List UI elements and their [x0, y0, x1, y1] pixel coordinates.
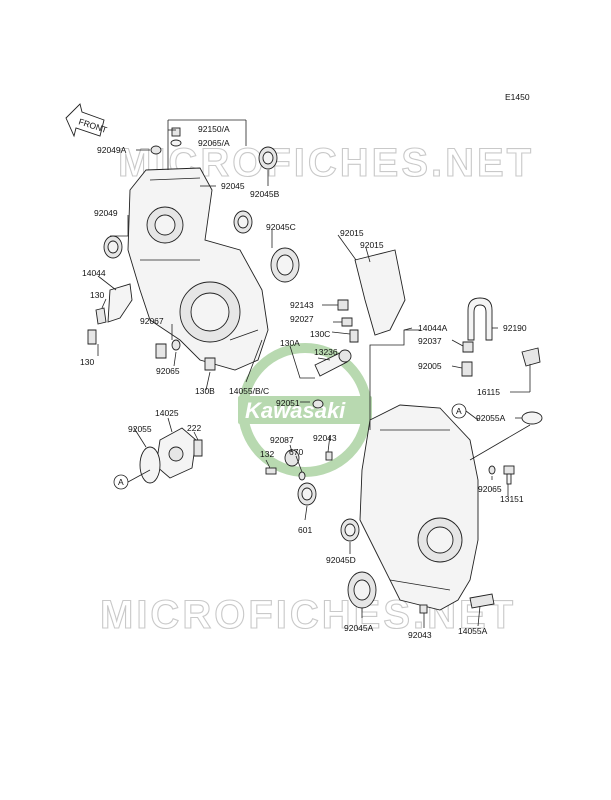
bearing-92045c: [270, 247, 300, 283]
callout-92043-lower: 92043: [408, 630, 432, 640]
seal-92049: [103, 235, 123, 259]
bolt-130c: [349, 329, 359, 343]
callout-132: 132: [260, 449, 274, 459]
ref-marker-a-left: A: [113, 474, 129, 490]
callout-130a: 130A: [280, 338, 300, 348]
callout-92190: 92190: [503, 323, 527, 333]
callout-92087: 92087: [270, 435, 294, 445]
callout-92043-upper: 92043: [313, 433, 337, 443]
callout-14044: 14044: [82, 268, 106, 278]
callout-92049: 92049: [94, 208, 118, 218]
callout-92015-a: 92015: [340, 228, 364, 238]
callout-92005: 92005: [418, 361, 442, 371]
svg-text:A: A: [118, 477, 124, 487]
washer-92051: [312, 399, 324, 409]
callout-14055a: 14055A: [458, 626, 488, 636]
right-transmission-case: [359, 404, 479, 611]
callout-92143: 92143: [290, 300, 314, 310]
callout-92037: 92037: [418, 336, 442, 346]
left-transmission-case: [127, 167, 269, 371]
logo-text: Kawasaki: [245, 398, 346, 423]
callout-130c: 130C: [310, 329, 330, 339]
callout-92067: 92067: [140, 316, 164, 326]
callout-13151: 13151: [500, 494, 524, 504]
dipstick-16115: [521, 347, 541, 392]
callout-92051: 92051: [276, 398, 300, 408]
callout-92065-left: 92065: [156, 366, 180, 376]
bearing-92045a: [347, 571, 377, 609]
callout-92045c: 92045C: [266, 222, 296, 232]
bracket-14044a: [354, 249, 406, 336]
callout-130-lower: 130: [80, 357, 94, 367]
callout-14044a: 14044A: [418, 323, 448, 333]
oring-92055a: [521, 411, 543, 425]
oring-92055: [139, 446, 161, 484]
callout-92049a: 92049A: [97, 145, 127, 155]
plug-92150: [170, 127, 182, 147]
washer-92065-right: [488, 465, 496, 475]
callout-16115: 16115: [477, 387, 500, 397]
callout-92045b: 92045B: [250, 189, 280, 199]
cover-14025: [155, 427, 197, 479]
callout-14055-b-c: 14055/B/C: [229, 386, 269, 396]
pin-92043: [419, 604, 428, 614]
callout-92045d: 92045D: [326, 555, 356, 565]
callout-14025: 14025: [155, 408, 179, 418]
seal-601: [297, 482, 317, 506]
tube-14055a: [469, 593, 495, 609]
callout-92065-a: 92065/A: [198, 138, 230, 148]
seal-92045b: [258, 146, 278, 170]
bolt-13151: [503, 465, 515, 485]
bolt-130b: [87, 329, 97, 345]
callout-92045a: 92045A: [344, 623, 374, 633]
bolt-92143: [337, 299, 349, 311]
callout-92065-right: 92065: [478, 484, 502, 494]
sensor-92087: [284, 449, 300, 467]
callout-92150-a: 92150/A: [198, 124, 230, 134]
breather-hose-92190: [467, 297, 493, 341]
callout-222: 222: [187, 423, 201, 433]
callout-601: 601: [298, 525, 312, 535]
callout-13236: 13236: [314, 347, 338, 357]
seal-92045d: [340, 518, 360, 542]
kawasaki-logo: Kawasaki: [238, 343, 372, 477]
diagram-code: E1450: [505, 92, 530, 102]
bolt-92027: [341, 317, 353, 327]
bolt-222: [193, 439, 203, 457]
front-arrow-icon: FRONT: [65, 103, 108, 138]
bolt-130a: [95, 307, 107, 325]
callout-92027: 92027: [290, 314, 314, 324]
callout-130-upper: 130: [90, 290, 104, 300]
svg-text:A: A: [456, 406, 462, 416]
callout-92015-b: 92015: [360, 240, 384, 250]
callout-92055: 92055: [128, 424, 152, 434]
bolt-132: [265, 467, 277, 475]
callout-130b: 130B: [195, 386, 215, 396]
leader-lines: [97, 119, 531, 628]
bracket-14044: [107, 283, 133, 323]
ref-marker-a-right: A: [451, 403, 467, 419]
shift-lever-13236: [314, 349, 352, 377]
bolt-130b-2: [204, 357, 216, 371]
callout-670: 670: [289, 447, 303, 457]
callout-92055a: 92055A: [476, 413, 506, 423]
bolt-92067: [155, 343, 167, 359]
washer-92049a: [150, 145, 162, 155]
washer-670: [298, 471, 306, 481]
washer-92065: [171, 339, 181, 351]
callout-92045: 92045: [221, 181, 245, 191]
fitting-92005: [461, 361, 473, 377]
pin-92043-upper: [325, 451, 333, 461]
seal-92045: [233, 210, 253, 234]
fitting-92037: [462, 341, 474, 353]
